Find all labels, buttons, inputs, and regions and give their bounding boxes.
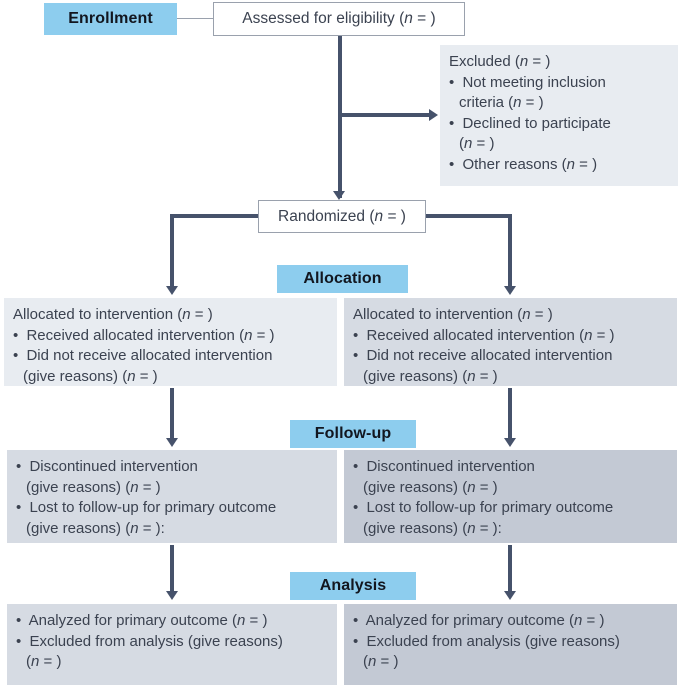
panel-analysis-right-list: Analyzed for primary outcome (n = ) Excl… [353, 611, 668, 673]
list-item-continuation: (give reasons) (n = ): [363, 519, 502, 537]
list-item-text: Received allocated intervention (n = ) [26, 326, 275, 344]
list-item: Did not receive allocated intervention (… [13, 346, 328, 387]
list-item: Other reasons (n = ) [449, 155, 669, 176]
list-item: Analyzed for primary outcome (n = ) [16, 611, 328, 632]
list-item-text: Did not receive allocated intervention [366, 347, 613, 364]
panel-followup-left-list: Discontinued intervention (give reasons)… [16, 457, 328, 539]
arrowhead-to-allocation-right [504, 286, 516, 295]
connector-to-analysis-right [508, 545, 512, 595]
stage-badge-enrollment: Enrollment [44, 3, 177, 35]
list-item: Discontinued intervention (give reasons)… [16, 457, 328, 498]
list-item-text: Lost to follow-up for primary outcome [29, 499, 277, 516]
list-item-text: Did not receive allocated intervention [26, 347, 273, 364]
panel-excluded: Excluded (n = ) Not meeting inclusion cr… [440, 45, 678, 186]
panel-excluded-list: Not meeting inclusion criteria (n = ) De… [449, 73, 669, 176]
panel-analysis-right: Analyzed for primary outcome (n = ) Excl… [344, 604, 677, 685]
list-item: Received allocated intervention (n = ) [353, 326, 668, 347]
arrowhead-to-followup-left [166, 438, 178, 447]
list-item-text: Analyzed for primary outcome (n = ) [28, 612, 268, 629]
panel-followup-right-list: Discontinued intervention (give reasons)… [353, 457, 668, 539]
list-item: Lost to follow-up for primary outcome (g… [353, 498, 668, 539]
list-item: Declined to participate (n = ) [449, 114, 669, 155]
connector-randomized-left [170, 214, 260, 218]
box-assessed-for-eligibility: Assessed for eligibility (n = ) [213, 2, 465, 36]
list-item-continuation: (n = ) [459, 135, 495, 152]
connector-to-allocation-left [170, 214, 174, 290]
connector-to-followup-left [170, 388, 174, 442]
stage-badge-enrollment-label: Enrollment [68, 10, 153, 27]
list-item-text: Lost to follow-up for primary outcome [366, 499, 614, 516]
panel-followup-right: Discontinued intervention (give reasons)… [344, 450, 677, 543]
connector-to-excluded [338, 113, 432, 117]
panel-allocation-right-list: Received allocated intervention (n = ) D… [353, 326, 668, 388]
list-item-text: Analyzed for primary outcome (n = ) [365, 612, 605, 629]
arrowhead-to-excluded [429, 109, 438, 121]
list-item-text: Not meeting inclusion [462, 73, 606, 91]
connector-assessed-to-randomized [338, 36, 342, 198]
panel-allocation-left: Allocated to intervention (n = ) Receive… [4, 298, 337, 386]
panel-analysis-left-list: Analyzed for primary outcome (n = ) Excl… [16, 611, 328, 673]
stage-badge-analysis: Analysis [290, 572, 416, 600]
connector-randomized-right [424, 214, 512, 218]
list-item-continuation: (give reasons) (n = ) [363, 478, 498, 496]
arrowhead-to-analysis-left [166, 591, 178, 600]
list-item-continuation: (give reasons) (n = ): [26, 519, 165, 537]
panel-allocation-right-lead: Allocated to intervention (n = ) [353, 306, 553, 323]
box-assessed-label: Assessed for eligibility (n = ) [242, 10, 436, 27]
arrowhead-to-analysis-right [504, 591, 516, 600]
connector-to-analysis-left [170, 545, 174, 595]
list-item-text: Declined to participate [462, 114, 611, 132]
list-item: Did not receive allocated intervention (… [353, 346, 668, 387]
list-item: Discontinued intervention (give reasons)… [353, 457, 668, 498]
arrowhead-to-allocation-left [166, 286, 178, 295]
box-randomized-label: Randomized (n = ) [278, 207, 406, 225]
list-item-text: Discontinued intervention [366, 458, 535, 475]
list-item: Excluded from analysis (give reasons) (n… [16, 632, 328, 673]
list-item-continuation: criteria (n = ) [459, 94, 544, 111]
list-item-text: Excluded from analysis (give reasons) [29, 632, 283, 650]
connector-to-allocation-right [508, 214, 512, 290]
stage-badge-followup-label: Follow-up [314, 425, 392, 442]
list-item-text: Received allocated intervention (n = ) [366, 326, 615, 344]
list-item: Received allocated intervention (n = ) [13, 326, 328, 347]
connector-to-followup-right [508, 388, 512, 442]
list-item: Analyzed for primary outcome (n = ) [353, 611, 668, 632]
panel-allocation-left-lead: Allocated to intervention (n = ) [13, 306, 213, 323]
stage-badge-analysis-label: Analysis [319, 577, 387, 594]
panel-excluded-lead: Excluded (n = ) [449, 53, 551, 70]
connector-enrollment-to-assessed [177, 18, 213, 19]
list-item: Lost to follow-up for primary outcome (g… [16, 498, 328, 539]
list-item-continuation: (give reasons) (n = ) [23, 367, 158, 385]
list-item-continuation: (give reasons) (n = ) [26, 478, 161, 496]
list-item-text: Discontinued intervention [29, 458, 198, 475]
panel-allocation-right: Allocated to intervention (n = ) Receive… [344, 298, 677, 386]
list-item: Excluded from analysis (give reasons) (n… [353, 632, 668, 673]
panel-analysis-left: Analyzed for primary outcome (n = ) Excl… [7, 604, 337, 685]
list-item-continuation: (n = ) [26, 653, 62, 670]
box-randomized: Randomized (n = ) [258, 200, 426, 233]
arrowhead-to-followup-right [504, 438, 516, 447]
panel-followup-left: Discontinued intervention (give reasons)… [7, 450, 337, 543]
list-item: Not meeting inclusion criteria (n = ) [449, 73, 669, 114]
list-item-text: Other reasons (n = ) [462, 155, 598, 173]
stage-badge-allocation-label: Allocation [303, 270, 382, 287]
list-item-continuation: (n = ) [363, 653, 399, 670]
panel-allocation-left-list: Received allocated intervention (n = ) D… [13, 326, 328, 388]
arrowhead-to-randomized [333, 191, 345, 200]
stage-badge-followup: Follow-up [290, 420, 416, 448]
stage-badge-allocation: Allocation [277, 265, 408, 293]
list-item-text: Excluded from analysis (give reasons) [366, 632, 620, 650]
list-item-continuation: (give reasons) (n = ) [363, 367, 498, 385]
